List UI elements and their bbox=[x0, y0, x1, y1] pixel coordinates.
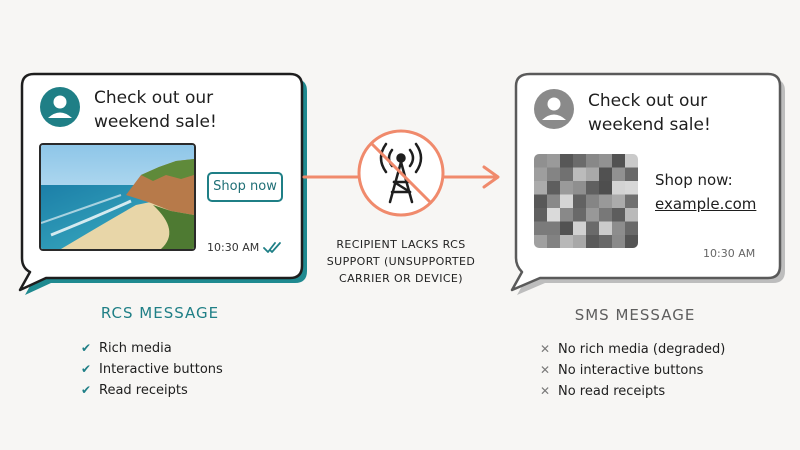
sms-avatar-icon bbox=[534, 89, 574, 129]
no-cell-tower-icon bbox=[359, 131, 443, 215]
rcs-title: RCS MESSAGE bbox=[80, 304, 240, 322]
sms-shop-text: Shop now: example.com bbox=[655, 168, 756, 216]
x-icon: ✕ bbox=[537, 381, 553, 402]
rcs-feature-item: ✔ Rich media bbox=[78, 338, 223, 359]
sms-feature-item: ✕ No read receipts bbox=[537, 381, 725, 402]
rcs-timestamp: 10:30 AM bbox=[207, 241, 259, 254]
sms-degraded-image bbox=[534, 154, 638, 248]
check-icon: ✔ bbox=[78, 359, 94, 380]
x-icon: ✕ bbox=[537, 360, 553, 381]
fallback-reason-label: RECIPIENT LACKS RCS SUPPORT (UNSUPPORTED… bbox=[318, 236, 484, 287]
sms-title: SMS MESSAGE bbox=[555, 306, 715, 324]
sms-shop-label: Shop now: bbox=[655, 171, 733, 189]
rcs-feature-item: ✔ Read receipts bbox=[78, 380, 223, 401]
x-icon: ✕ bbox=[537, 339, 553, 360]
sms-feature-item: ✕ No rich media (degraded) bbox=[537, 339, 725, 360]
sms-feature-list: ✕ No rich media (degraded) ✕ No interact… bbox=[537, 339, 725, 402]
rcs-feature-item: ✔ Interactive buttons bbox=[78, 359, 223, 380]
rcs-avatar-icon bbox=[40, 87, 80, 127]
sms-link[interactable]: example.com bbox=[655, 192, 756, 216]
sms-feature-item: ✕ No interactive buttons bbox=[537, 360, 725, 381]
sms-timestamp: 10:30 AM bbox=[703, 247, 755, 260]
shop-now-button[interactable]: Shop now bbox=[207, 172, 283, 202]
double-check-icon bbox=[263, 241, 283, 254]
rcs-beach-photo bbox=[39, 143, 196, 251]
check-icon: ✔ bbox=[78, 380, 94, 401]
rcs-feature-list: ✔ Rich media ✔ Interactive buttons ✔ Rea… bbox=[78, 338, 223, 401]
sms-message-text: Check out our weekend sale! bbox=[588, 89, 768, 137]
check-icon: ✔ bbox=[78, 338, 94, 359]
rcs-message-text: Check out our weekend sale! bbox=[94, 86, 274, 134]
